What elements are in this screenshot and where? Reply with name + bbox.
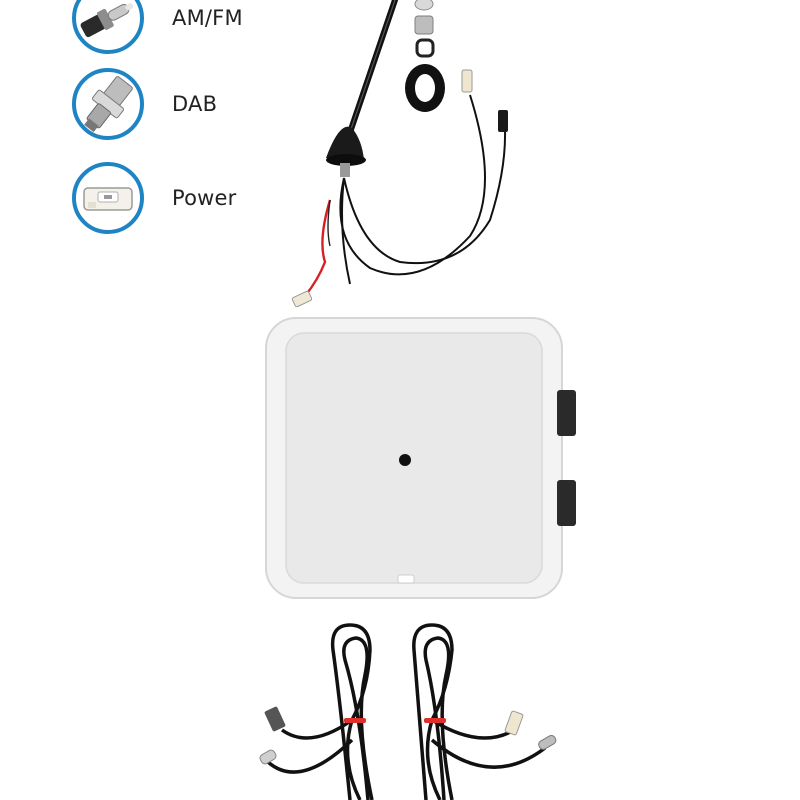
power-wire bbox=[291, 199, 332, 308]
cable-end-connectors bbox=[259, 706, 557, 765]
legend-item-dab: DAB bbox=[72, 68, 217, 140]
power-connector-icon bbox=[72, 162, 144, 234]
antenna-connectors bbox=[461, 69, 508, 132]
foam-pads bbox=[557, 390, 576, 526]
antenna-mast bbox=[341, 0, 398, 153]
amfm-connector-icon bbox=[72, 0, 144, 54]
mounting-plate bbox=[265, 317, 563, 599]
coiled-cables bbox=[266, 623, 547, 800]
dab-connector-icon bbox=[72, 68, 144, 140]
antenna-cables bbox=[339, 94, 507, 285]
legend-item-amfm: AM/FM bbox=[72, 0, 243, 54]
cable-ties bbox=[344, 718, 446, 723]
legend-label: AM/FM bbox=[172, 6, 243, 30]
mounting-hardware bbox=[405, 0, 445, 112]
legend-label: DAB bbox=[172, 92, 218, 116]
legend-label: Power bbox=[172, 186, 237, 210]
antenna-base bbox=[326, 126, 366, 177]
legend-item-power: Power bbox=[72, 162, 237, 234]
